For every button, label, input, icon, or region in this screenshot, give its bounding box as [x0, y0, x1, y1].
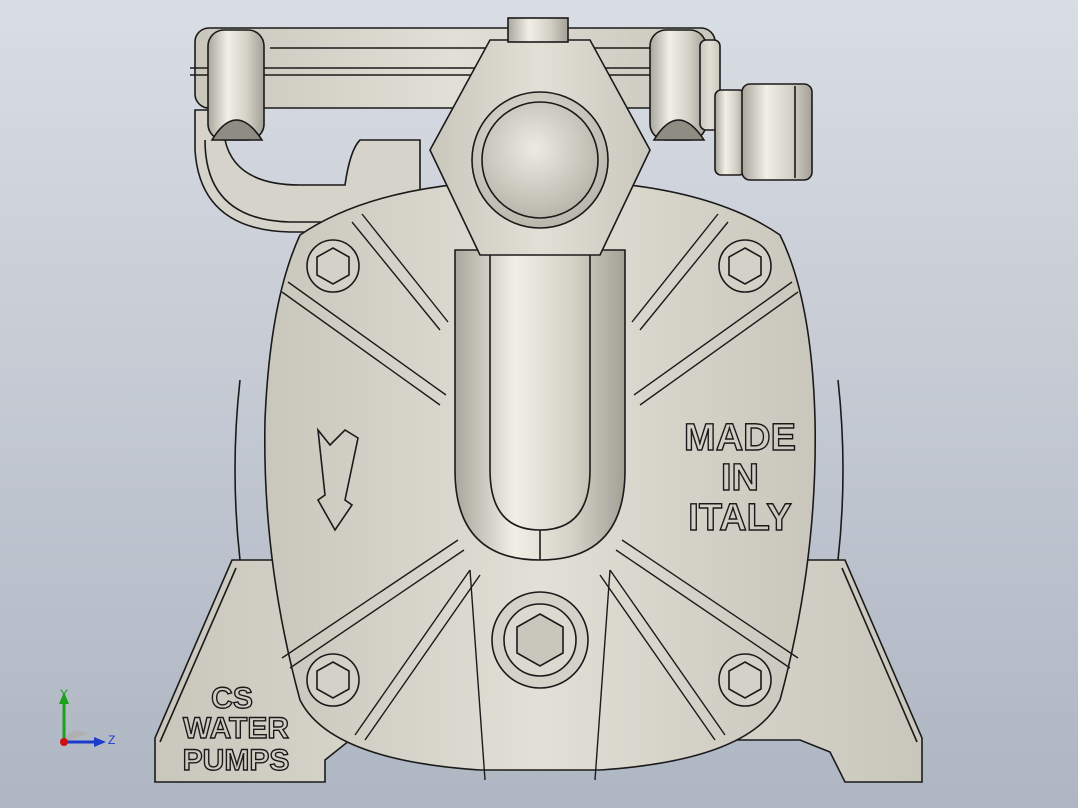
- emboss-in: IN: [721, 457, 759, 499]
- emboss-made: MADE: [684, 417, 796, 459]
- orientation-triad[interactable]: Y Z: [46, 684, 126, 754]
- outlet-pipe: [454, 249, 626, 561]
- triad-z-label: Z: [108, 733, 115, 747]
- casing-bolts: [306, 239, 772, 707]
- emboss-pumps: PUMPS: [183, 744, 290, 777]
- triad-y-label: Y: [60, 687, 68, 701]
- flow-direction-arrow-icon: [316, 427, 359, 532]
- cable-gland: [714, 89, 746, 176]
- emboss-italy: ITALY: [688, 497, 791, 539]
- emboss-cs: CS: [211, 682, 253, 715]
- emboss-water: WATER: [183, 712, 289, 745]
